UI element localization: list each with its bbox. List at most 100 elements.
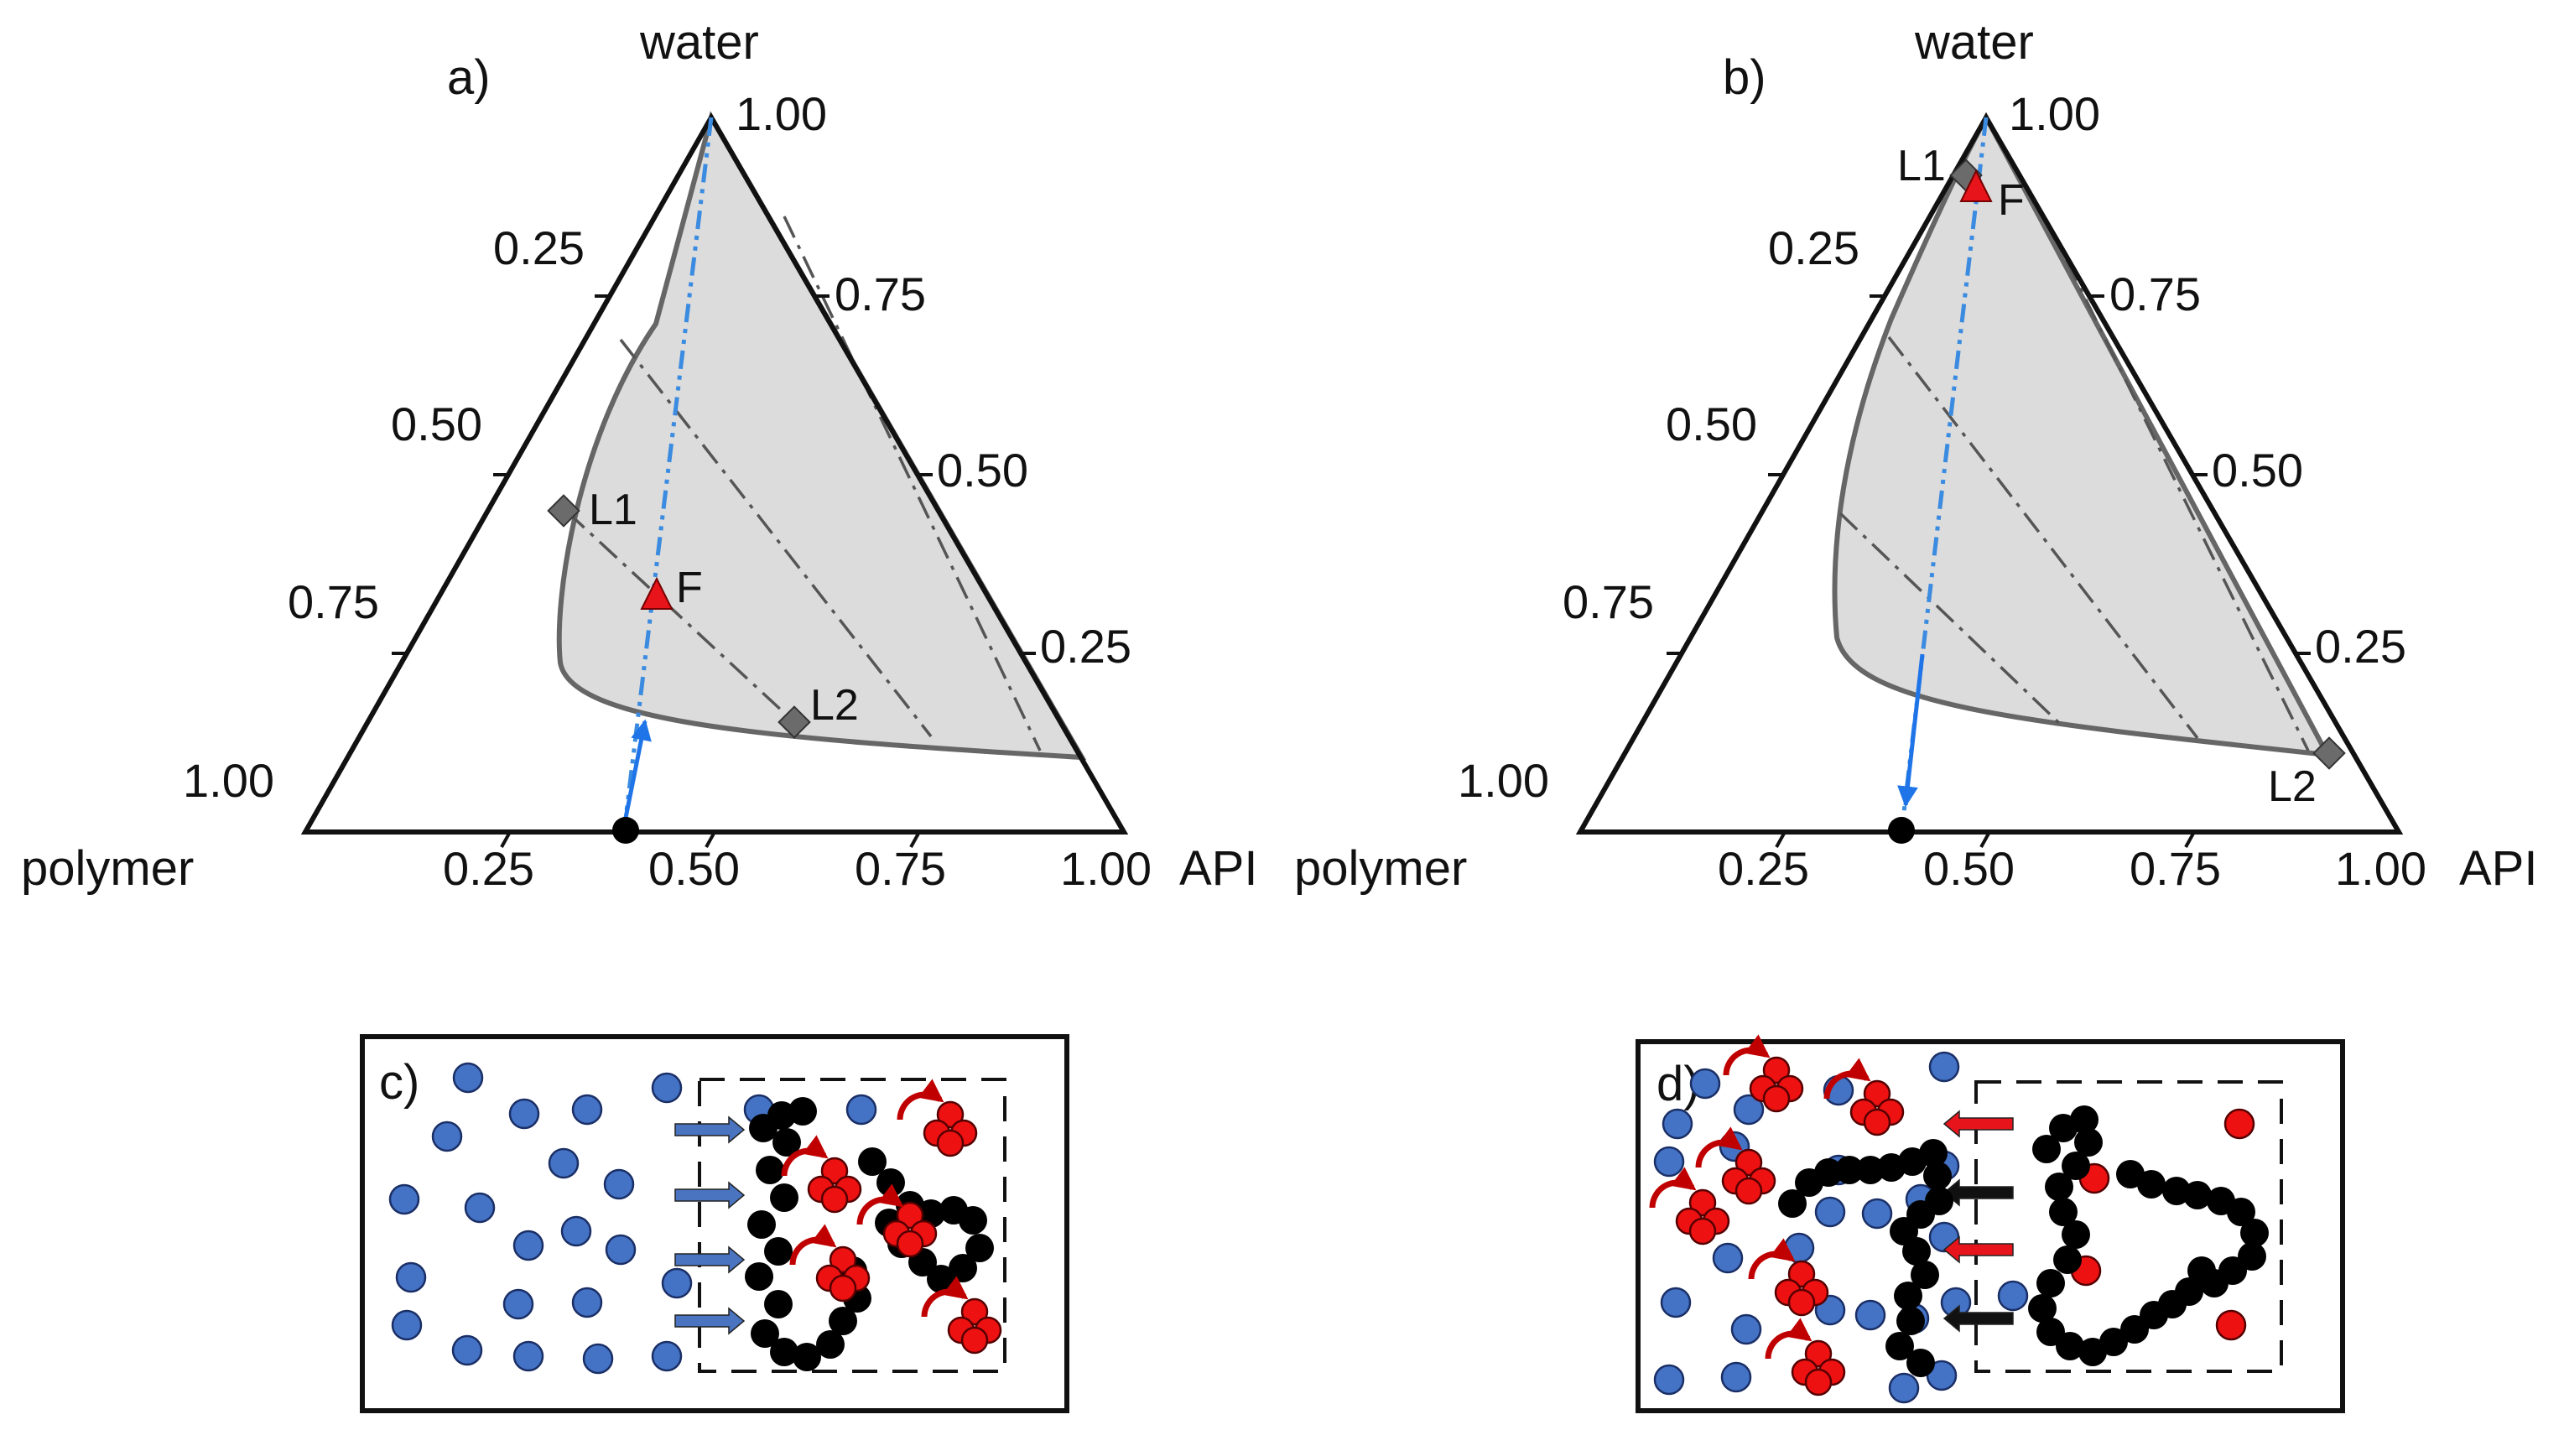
two-phase-region-b	[1832, 112, 2333, 758]
two-phase-region	[556, 111, 1087, 761]
polymer-bead	[2070, 1105, 2099, 1134]
water-molecule	[1653, 1146, 1685, 1178]
left-tick-2: 0.75	[288, 575, 379, 628]
right-tick-0: 1.00	[736, 87, 827, 140]
polymer-bead	[770, 1338, 798, 1366]
polymer-bead	[745, 1262, 773, 1291]
left-arrow-icon	[1943, 1110, 2014, 1138]
water-molecule	[1689, 1068, 1721, 1100]
tie-lines-b	[1838, 219, 2310, 751]
apex-label-water: water	[639, 15, 759, 70]
curved-arrow-icon	[781, 1079, 969, 1318]
water-molecule	[512, 1230, 544, 1261]
path-direction-arrow	[621, 719, 652, 827]
water-molecule	[548, 1147, 580, 1179]
api-molecule	[1787, 1288, 1816, 1317]
polymer-bead	[1894, 1282, 1922, 1310]
right-tick-2: 0.50	[937, 444, 1028, 497]
water-molecule	[651, 1340, 683, 1372]
start-point	[612, 817, 639, 844]
water-molecule	[1660, 1287, 1692, 1318]
tick-marks	[392, 294, 1036, 848]
api-molecule	[896, 1230, 924, 1258]
apex-label-api-b: API	[2459, 841, 2538, 896]
curved-arrow-icon	[1748, 1238, 1796, 1280]
water-molecule	[508, 1098, 540, 1130]
water-molecule	[388, 1183, 420, 1215]
polymer-bead	[2099, 1328, 2128, 1356]
polymer-bead	[2074, 1128, 2103, 1157]
api-molecule	[936, 1129, 965, 1157]
bottom-tick-1: 0.50	[648, 842, 740, 895]
point-label-f: F	[676, 564, 703, 612]
ternary-diagram-a: a) water polymer API 0.25 0.50 0.75 1.00	[21, 15, 1258, 896]
api-molecule	[936, 1100, 965, 1129]
api-molecule	[2215, 1309, 2247, 1341]
water-molecule	[603, 1168, 635, 1200]
api-molecule	[820, 1157, 849, 1185]
bottom-tick-b-2: 0.75	[2130, 842, 2221, 895]
curved-arrow-icon	[1695, 1126, 1743, 1168]
polymer-bead	[747, 1210, 776, 1239]
left-tick-b-1: 0.50	[1666, 398, 1757, 450]
api-molecule	[1762, 1056, 1791, 1084]
bottom-tick-b-3: 1.00	[2335, 842, 2426, 895]
bottom-tick-0: 0.25	[443, 842, 534, 895]
polymer-bead	[876, 1168, 905, 1197]
left-tick-b-3: 1.00	[1458, 754, 1549, 807]
right-tick-1: 0.75	[835, 268, 926, 320]
bottom-tick-3: 1.00	[1060, 842, 1152, 895]
water-molecule	[451, 1334, 483, 1366]
api-molecule	[829, 1274, 857, 1303]
water-molecule	[571, 1287, 603, 1318]
panel-label-c: c)	[379, 1055, 419, 1110]
point-l1	[547, 494, 580, 528]
right-arrow-icon	[674, 1115, 746, 1144]
apex-label-api: API	[1179, 841, 1258, 896]
left-tick-3: 1.00	[183, 754, 274, 807]
left-tick-1: 0.50	[391, 398, 482, 450]
right-arrow-icon	[674, 1181, 746, 1209]
api-molecule	[1734, 1148, 1763, 1177]
polymer-bead	[764, 1237, 793, 1266]
api-molecule	[1734, 1177, 1763, 1205]
polymer-bead	[788, 1097, 817, 1126]
point-label-l2-b: L2	[2268, 762, 2317, 811]
api-molecule	[1762, 1084, 1791, 1113]
water-molecule	[1888, 1372, 1920, 1404]
point-label-l1-b: L1	[1897, 142, 1946, 190]
polymer-bead	[858, 1147, 887, 1176]
bottom-tick-2: 0.75	[855, 842, 946, 895]
water-molecule	[560, 1215, 592, 1247]
curved-arrow-icon	[1765, 1318, 1812, 1360]
water-molecule	[452, 1062, 484, 1094]
left-arrow-icon	[1943, 1235, 2014, 1264]
water-molecule	[651, 1072, 683, 1104]
polymer-bead	[751, 1319, 779, 1348]
water-molecule	[464, 1192, 496, 1224]
curved-arrow-icon-d	[1649, 1034, 1871, 1360]
film-boundary-c	[698, 1078, 1006, 1373]
polymer-bead	[1919, 1139, 1948, 1167]
api-molecule	[829, 1245, 857, 1274]
polymer-bead	[2032, 1135, 2061, 1163]
curved-arrow-icon	[1723, 1034, 1771, 1076]
polymer-bead	[816, 1330, 845, 1359]
right-tick-b-1: 0.75	[2109, 268, 2201, 320]
polymer-bead	[2137, 1170, 2166, 1199]
ternary-diagram-b: b) water polymer API 0.25 0.50 0.75 1.00	[1294, 15, 2538, 896]
polymer-bead	[1835, 1156, 1864, 1184]
polymer-chain-d	[1778, 1105, 2269, 1377]
panel-label-b: b)	[1723, 50, 1766, 105]
right-tick-b-2: 0.50	[2212, 444, 2303, 497]
water-molecule	[1814, 1196, 1846, 1228]
curved-arrow-icon	[1823, 1058, 1871, 1100]
api-molecule	[2223, 1108, 2255, 1140]
polymer-bead	[2062, 1220, 2090, 1249]
water-molecule	[1854, 1299, 1886, 1331]
polymer-bead	[1856, 1156, 1885, 1184]
api-molecule	[960, 1297, 989, 1326]
water-molecule	[1662, 1108, 1693, 1140]
water-molecules-c	[388, 1062, 877, 1375]
water-molecule	[571, 1094, 603, 1126]
